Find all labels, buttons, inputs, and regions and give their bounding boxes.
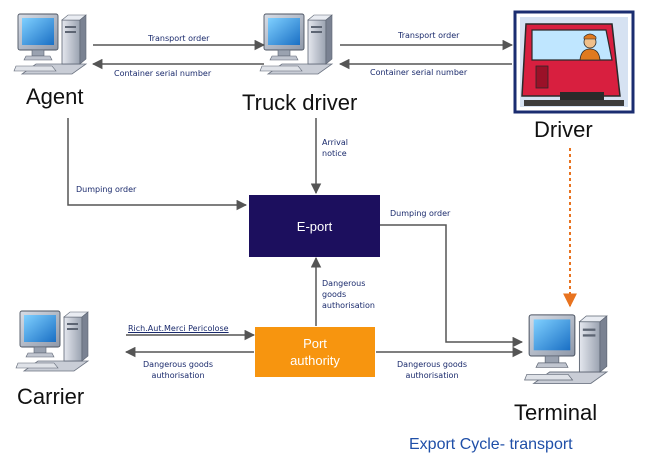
terminal-label: Terminal: [514, 400, 598, 425]
port-authority-label-line1: Port: [303, 336, 327, 351]
truck-driver-computer-icon: [259, 13, 333, 75]
carrier-computer-icon: [15, 310, 89, 372]
label-agent-dumping-order: Dumping order: [76, 185, 137, 194]
diagram-caption: Export Cycle- transport: [409, 436, 573, 453]
label-pa-carrier-line1: Dangerous goods: [143, 360, 214, 369]
port-authority-box: Port authority: [255, 327, 375, 377]
port-authority-label-line2: authority: [290, 353, 340, 368]
terminal-computer-icon: [523, 314, 608, 385]
label-dangerous-goods-authorisation: Dangerous goods authorisation: [322, 278, 375, 311]
label-dg-line1: Dangerous: [322, 279, 366, 288]
label-carrier-to-port-authority: Rich.Aut.Merci Pericolose: [128, 324, 229, 333]
label-port-authority-to-carrier: Dangerous goods authorisation: [143, 359, 213, 381]
agent-computer-icon: [13, 13, 87, 75]
label-truck-to-driver: Transport order: [398, 31, 460, 40]
arrow-eport-dumping-order: [380, 224, 524, 348]
label-arrival-line2: notice: [322, 149, 347, 158]
label-pa-terminal-line2: authorisation: [405, 371, 459, 380]
carrier-label: Carrier: [17, 384, 85, 409]
label-dg-line2: goods: [322, 290, 347, 299]
label-driver-to-truck: Container serial number: [370, 68, 468, 77]
eport-label: E-port: [296, 218, 333, 234]
driver-label: Driver: [534, 117, 593, 142]
label-eport-dumping-order: Dumping order: [390, 209, 451, 218]
label-port-authority-to-terminal: Dangerous goods authorisation: [397, 359, 467, 381]
label-truck-to-agent: Container serial number: [114, 69, 212, 78]
label-dg-line3: authorisation: [322, 301, 375, 310]
agent-label: Agent: [26, 84, 84, 109]
eport-box: E-port: [249, 195, 380, 257]
truck-cab-driver-icon: [513, 10, 635, 114]
label-arrival-line1: Arrival: [322, 138, 348, 147]
truck-driver-label: Truck driver: [242, 90, 358, 115]
label-agent-to-truck: Transport order: [148, 34, 210, 43]
label-pa-carrier-line2: authorisation: [151, 371, 205, 380]
label-pa-terminal-line1: Dangerous goods: [397, 360, 468, 369]
arrow-agent-dumping-order: [67, 118, 248, 211]
label-arrival-notice: Arrival notice: [322, 137, 348, 159]
